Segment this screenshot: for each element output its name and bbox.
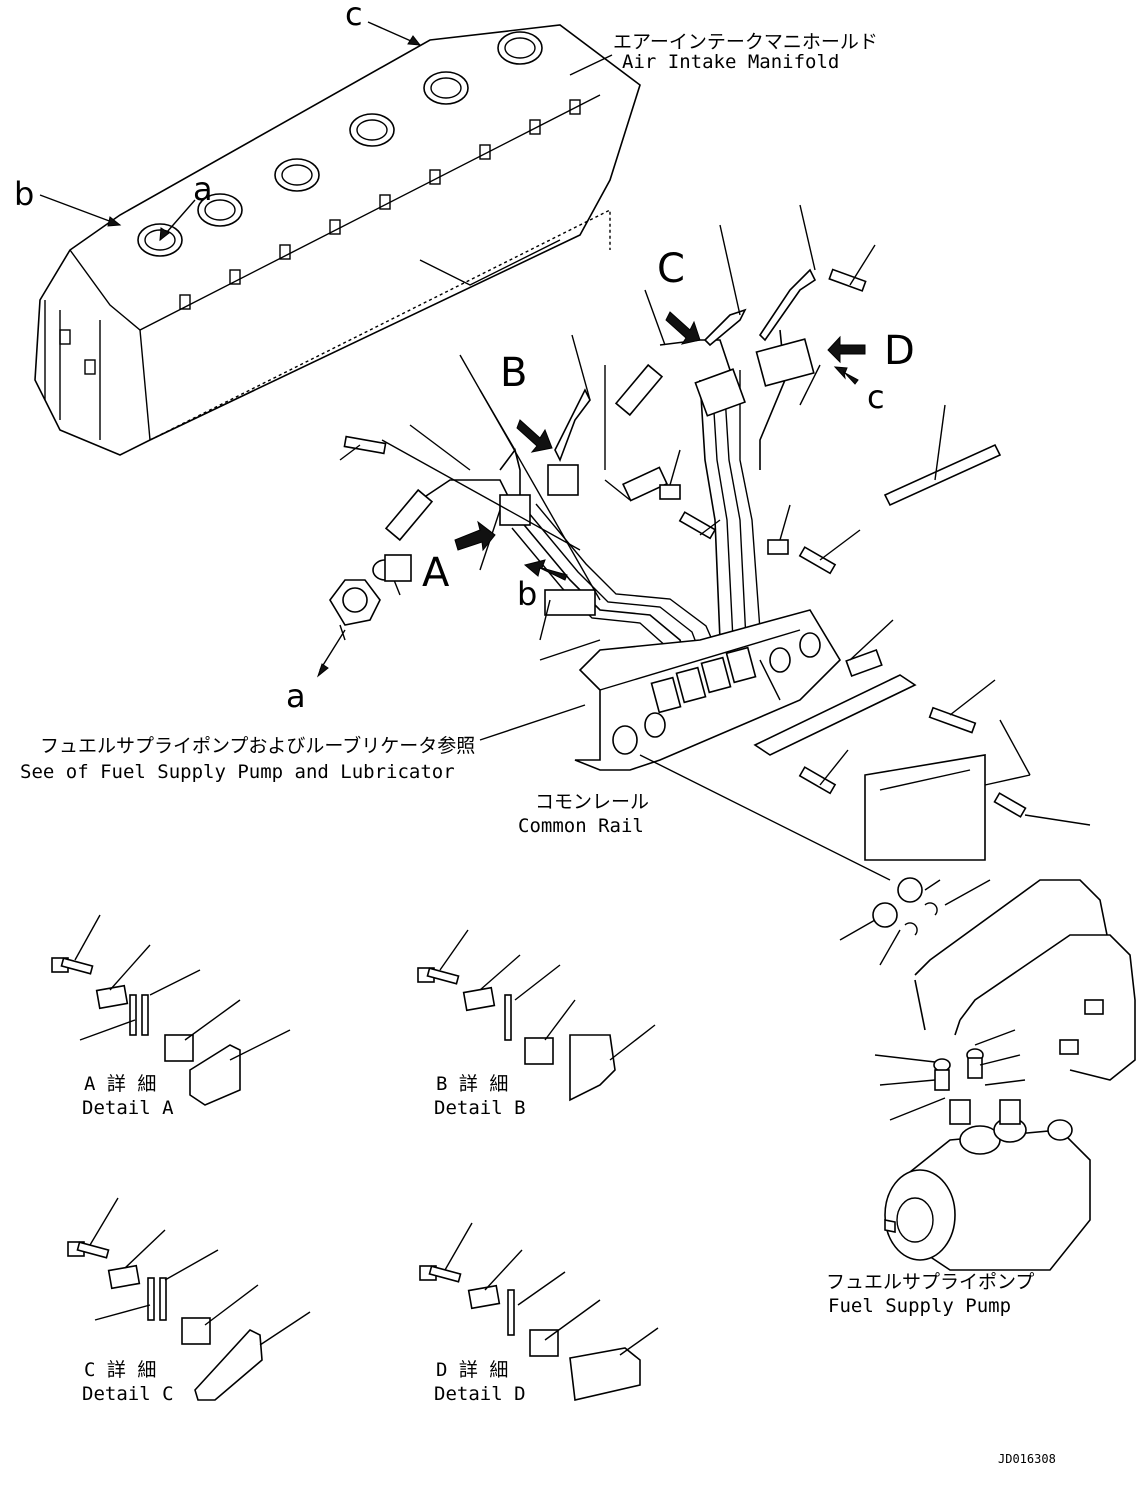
callout-b-top: b — [14, 175, 34, 213]
detail-c-label-jp: C 詳 細 — [84, 1359, 156, 1381]
common-rail — [574, 609, 842, 771]
callout-D: D — [884, 328, 915, 374]
rail-cover-bracket — [343, 268, 1027, 861]
air-intake-label-en: Air Intake Manifold — [622, 51, 839, 73]
callout-B: B — [500, 350, 527, 396]
common-rail-label-jp: コモンレール — [535, 791, 649, 813]
detail-c-label-en: Detail C — [82, 1383, 174, 1405]
detail-b-label-jp: B 詳 細 — [436, 1073, 508, 1095]
return-pipe — [872, 877, 1136, 1081]
detail-a-label-jp: A 詳 細 — [84, 1073, 156, 1095]
detail-d-label-jp: D 詳 細 — [436, 1359, 508, 1381]
callout-C: C — [657, 246, 685, 292]
injection-pipes — [384, 268, 817, 677]
pump-leaders — [874, 1029, 1026, 1121]
detail-d-sketch — [419, 1222, 659, 1401]
detail-d-label-en: Detail D — [434, 1383, 526, 1405]
callout-c-mid: c — [867, 378, 885, 416]
detail-b-label-en: Detail B — [434, 1097, 526, 1119]
view-arrows — [454, 311, 866, 581]
fuel-pump-lubricator-label-jp: フュエルサプライポンプおよびルーブリケータ参照 — [40, 734, 475, 757]
common-rail-label-en: Common Rail — [518, 815, 644, 837]
callout-b-mid: b — [517, 575, 537, 613]
fuel-supply-pump — [884, 1048, 1091, 1271]
fuel-supply-pump-label-jp: フュエルサプライポンプ — [826, 1271, 1034, 1293]
fuel-supply-pump-label-en: Fuel Supply Pump — [828, 1295, 1011, 1317]
fuel-pump-lubricator-label-en: See of Fuel Supply Pump and Lubricator — [20, 761, 455, 783]
return-pipe-leaders — [839, 879, 991, 966]
detail-a-label-en: Detail A — [82, 1097, 174, 1119]
detail-c-sketch — [67, 1197, 311, 1401]
pressure-sensor — [319, 554, 412, 671]
callout-A: A — [422, 550, 450, 596]
callout-c-top: c — [345, 0, 363, 33]
callout-a-low: a — [286, 677, 306, 715]
air-intake-label-jp: エアーインテークマニホールド — [613, 31, 878, 53]
callout-a-top: a — [193, 170, 213, 208]
detail-a-sketch — [51, 914, 291, 1106]
air-intake-manifold — [34, 24, 641, 456]
detail-b-sketch — [417, 929, 656, 1102]
drawing-number: JD016308 — [998, 1452, 1056, 1466]
part-leaders — [339, 204, 1091, 881]
